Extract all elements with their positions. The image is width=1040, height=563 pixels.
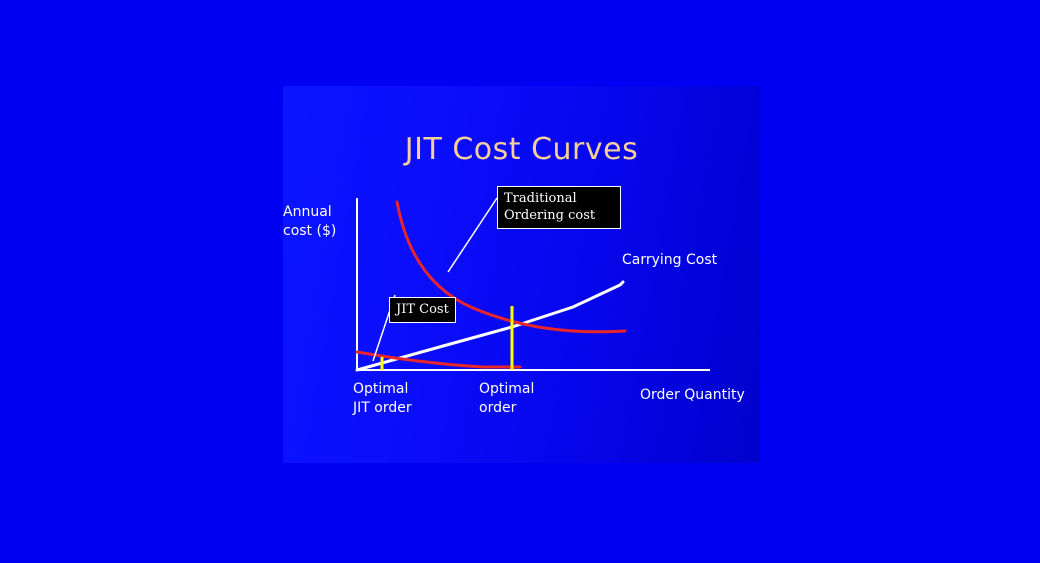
traditional-ordering-cost-callout: Traditional Ordering cost <box>497 186 621 229</box>
x-axis-label-optimal-jit: Optimal JIT order <box>353 381 412 416</box>
y-axis-label: Annual cost ($) <box>283 204 337 239</box>
jit-cost-curve <box>355 350 522 369</box>
carrying-cost-line <box>355 280 625 372</box>
order-quantity-label: Order Quantity <box>640 387 745 403</box>
presentation-panel: JIT Cost Curves Annual cost ($) Optimal … <box>283 86 760 463</box>
optimal-order-label: Optimal order <box>479 381 535 416</box>
traditional-ordering-cost-curve <box>395 200 627 334</box>
carrying-cost-label: Carrying Cost <box>622 252 718 268</box>
jit-cost-chart <box>355 197 710 372</box>
jit-cost-callout: JIT Cost <box>389 297 456 323</box>
traditional-callout-leader <box>447 197 498 273</box>
page-title: JIT Cost Curves <box>404 132 639 167</box>
